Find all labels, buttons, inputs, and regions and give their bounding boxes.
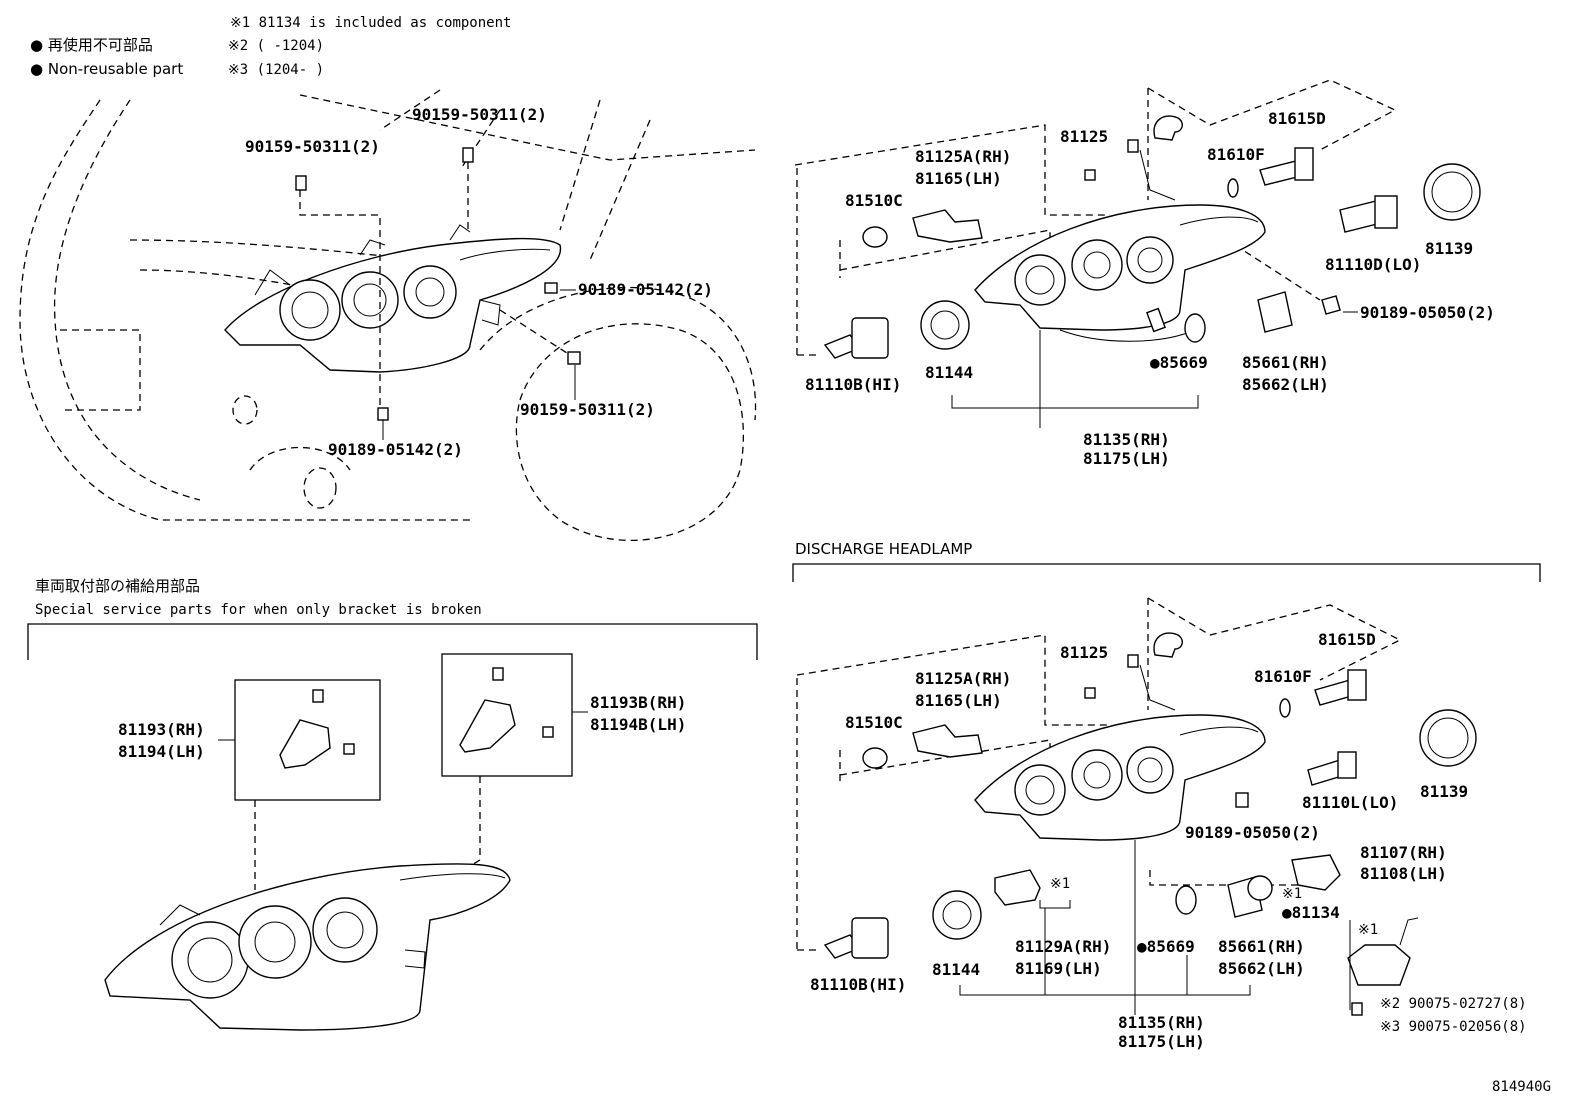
d-note-81134: ※1: [1282, 886, 1302, 902]
diagram-id: 814940G: [1492, 1079, 1551, 1095]
label-81194B: 81194B(LH): [590, 715, 686, 734]
label-81125: 81125: [1060, 127, 1108, 146]
d-label-81108: 81108(LH): [1360, 864, 1447, 883]
legend-non-reusable-en: ● Non-reusable part: [30, 60, 183, 78]
d-label-81135: 81135(RH): [1118, 1013, 1205, 1032]
d-label-85669: ●85669: [1137, 937, 1195, 956]
d-label-81510C: 81510C: [845, 713, 903, 732]
d-label-90075-02727: ※2 90075-02727(8): [1380, 996, 1527, 1012]
d-label-81107: 81107(RH): [1360, 843, 1447, 862]
mount-labels: 90159-50311(2) 90159-50311(2) 90189-0514…: [245, 105, 713, 459]
header-notes: ※1 81134 is included as component ● 再使用不…: [30, 15, 511, 78]
label-81125A: 81125A(RH): [915, 147, 1011, 166]
halogen-headlamp-group: [794, 79, 1481, 428]
legend-non-reusable-jp: ● 再使用不可部品: [30, 36, 153, 54]
service-parts-section: 車両取付部の補給用部品 Special service parts for wh…: [27, 577, 758, 1031]
discharge-title: DISCHARGE HEADLAMP: [795, 540, 972, 558]
label-90159-bottom: 90159-50311(2): [520, 400, 655, 419]
d-label-81144: 81144: [932, 960, 980, 979]
d-label-81110L: 81110L(LO): [1302, 793, 1398, 812]
label-90189-right: 90189-05142(2): [578, 280, 713, 299]
d-note-81107: ※1: [1358, 922, 1378, 938]
label-90159-top: 90159-50311(2): [412, 105, 547, 124]
discharge-labels: 81125 81615D 81125A(RH) 81165(LH) 81610F…: [810, 630, 1527, 1051]
d-label-81125: 81125: [1060, 643, 1108, 662]
halogen-labels: 81125 81615D 81125A(RH) 81165(LH) 81610F…: [805, 109, 1495, 468]
service-labels: 81193(RH) 81194(LH) 81193B(RH) 81194B(LH…: [118, 693, 686, 761]
label-81175: 81175(LH): [1083, 449, 1170, 468]
bracket-box-81193b: [441, 653, 573, 777]
d-label-81175: 81175(LH): [1118, 1032, 1205, 1051]
vehicle-front-illustration: [19, 89, 757, 541]
label-85662: 85662(LH): [1242, 375, 1329, 394]
label-81135: 81135(RH): [1083, 430, 1170, 449]
label-81144: 81144: [925, 363, 973, 382]
label-81110D: 81110D(LO): [1325, 255, 1421, 274]
label-81165: 81165(LH): [915, 169, 1002, 188]
d-label-90189-05050: 90189-05050(2): [1185, 823, 1320, 842]
label-81110B: 81110B(HI): [805, 375, 901, 394]
note-component: ※1 81134 is included as component: [230, 15, 511, 31]
label-81615D: 81615D: [1268, 109, 1326, 128]
label-81510C: 81510C: [845, 191, 903, 210]
label-81139: 81139: [1425, 239, 1473, 258]
discharge-headlamp-section: DISCHARGE HEADLAMP: [792, 540, 1541, 1016]
service-title-en: Special service parts for when only brac…: [35, 602, 482, 618]
label-90189-bottom: 90189-05142(2): [328, 440, 463, 459]
d-label-81125A: 81125A(RH): [915, 669, 1011, 688]
headlamp-mount-assembly: [224, 147, 581, 421]
d-label-81610F: 81610F: [1254, 667, 1312, 686]
d-label-85661: 85661(RH): [1218, 937, 1305, 956]
label-85669: ●85669: [1150, 353, 1208, 372]
d-label-81139: 81139: [1420, 782, 1468, 801]
note-period-1: ※2 ( -1204): [228, 38, 324, 54]
d-label-81129A: 81129A(RH): [1015, 937, 1111, 956]
d-label-90075-02056: ※3 90075-02056(8): [1380, 1019, 1527, 1035]
d-label-81134: ●81134: [1282, 903, 1340, 922]
label-81193: 81193(RH): [118, 720, 205, 739]
label-81193B: 81193B(RH): [590, 693, 686, 712]
service-title-jp: 車両取付部の補給用部品: [35, 577, 200, 595]
label-81194: 81194(LH): [118, 742, 205, 761]
d-label-85662: 85662(LH): [1218, 959, 1305, 978]
label-90159-left: 90159-50311(2): [245, 137, 380, 156]
label-85661: 85661(RH): [1242, 353, 1329, 372]
note-period-2: ※3 (1204- ): [228, 62, 324, 78]
d-label-81110B: 81110B(HI): [810, 975, 906, 994]
d-label-81169: 81169(LH): [1015, 959, 1102, 978]
d-label-81615D: 81615D: [1318, 630, 1376, 649]
d-note-81129: ※1: [1050, 876, 1070, 892]
d-label-81165: 81165(LH): [915, 691, 1002, 710]
label-90189-05050: 90189-05050(2): [1360, 303, 1495, 322]
label-81610F: 81610F: [1207, 145, 1265, 164]
